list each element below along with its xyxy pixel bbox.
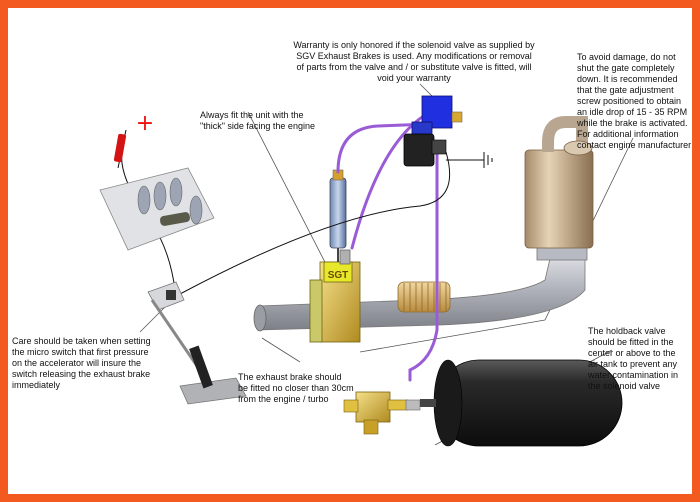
unit-brand-label: SGT xyxy=(328,270,349,281)
thick-side-note: Always fit the unit with the "thick" sid… xyxy=(200,110,315,131)
positive-fuse xyxy=(113,129,127,169)
exhaust-brake-unit xyxy=(309,249,361,343)
solenoid-valve xyxy=(403,95,463,167)
muffler xyxy=(524,116,594,261)
holdback-valve-note: The holdback valve should be fitted in t… xyxy=(588,326,679,391)
dashboard-panel xyxy=(99,167,215,251)
avoid-damage-note: To avoid damage, do not shut the gate co… xyxy=(577,52,692,150)
accelerator-pedal xyxy=(150,299,247,405)
air-tank xyxy=(420,359,623,447)
micro-switch xyxy=(147,281,185,311)
flexible-bellows xyxy=(397,281,451,313)
air-lines xyxy=(336,110,439,382)
brake-distance-note: The exhaust brake should be fitted no cl… xyxy=(238,372,354,404)
plus-sign: + xyxy=(136,111,154,136)
warranty-note: Warranty is only honored if the solenoid… xyxy=(293,40,535,83)
micro-switch-note: Care should be taken when setting the mi… xyxy=(12,336,151,390)
air-cylinder xyxy=(329,169,347,262)
